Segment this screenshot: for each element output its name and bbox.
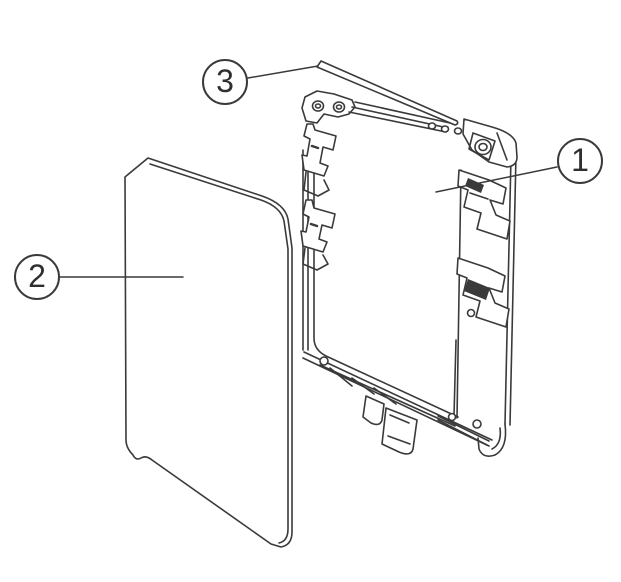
foot-screw-icon: [472, 419, 482, 429]
callout-1: 1: [557, 138, 603, 184]
screw-head-icon: [311, 100, 325, 112]
corner-boss: [468, 132, 496, 161]
part-2-cover-plate-drawing: [124, 157, 293, 548]
left-clamp-1-hook: [303, 171, 330, 197]
left-clamp-2-mark: [309, 222, 319, 228]
bar-end-icon: [427, 122, 437, 130]
foot-latch: [381, 407, 418, 455]
right-rail-edge: [504, 154, 517, 426]
leader-line-1: [435, 166, 558, 193]
part-1-body-drawing: [300, 90, 518, 457]
foot-right-end: [477, 423, 507, 457]
frame-bottom-edge: [302, 351, 493, 447]
plate-thickness-line: [149, 163, 289, 544]
right-rail-inner-edge: [453, 169, 462, 419]
bar-end-icon: [440, 125, 450, 133]
plate-outline: [124, 157, 293, 548]
right-clamp-1-screw: [465, 178, 484, 193]
screw-slot-icon: [314, 103, 322, 109]
top-bracket: [301, 90, 356, 124]
callout-1-label: 1: [571, 142, 589, 178]
foot-rod: [437, 415, 490, 446]
right-clamp-1-lines: [469, 192, 489, 200]
left-clamp-1-mark: [310, 144, 320, 150]
frame-window-edge: [313, 151, 459, 418]
corner-brace-line: [496, 132, 508, 161]
leader-line-3: [247, 65, 319, 79]
right-clamp-2-screw: [464, 279, 490, 300]
callout-2-label: 2: [28, 258, 46, 294]
screw-slot-icon: [335, 104, 343, 110]
foot-hook: [362, 395, 385, 426]
screw-hole-icon: [319, 356, 329, 366]
corner-screw-icon: [474, 138, 492, 156]
frame-bottom-gussets: [329, 367, 397, 405]
corner-screw-slot-icon: [478, 142, 488, 152]
strip-outline: [316, 60, 459, 126]
foot-right-end-inner: [491, 427, 502, 450]
left-clamp-1: [301, 123, 337, 177]
leader-lines: [59, 65, 558, 278]
callout-3: 3: [202, 59, 248, 105]
left-clamp-2-hook: [302, 247, 329, 271]
right-clamp-2-pin-icon: [466, 308, 476, 318]
bar-end-icon: [453, 127, 463, 135]
callout-2: 2: [14, 254, 60, 300]
right-clamp-1: [457, 169, 511, 240]
part-3-strip-drawing: [316, 60, 459, 126]
callout-3-label: 3: [216, 63, 234, 99]
foot-pin-icon: [447, 412, 457, 422]
foot-latch-lines: [387, 414, 411, 445]
screw-head-icon: [332, 101, 346, 113]
